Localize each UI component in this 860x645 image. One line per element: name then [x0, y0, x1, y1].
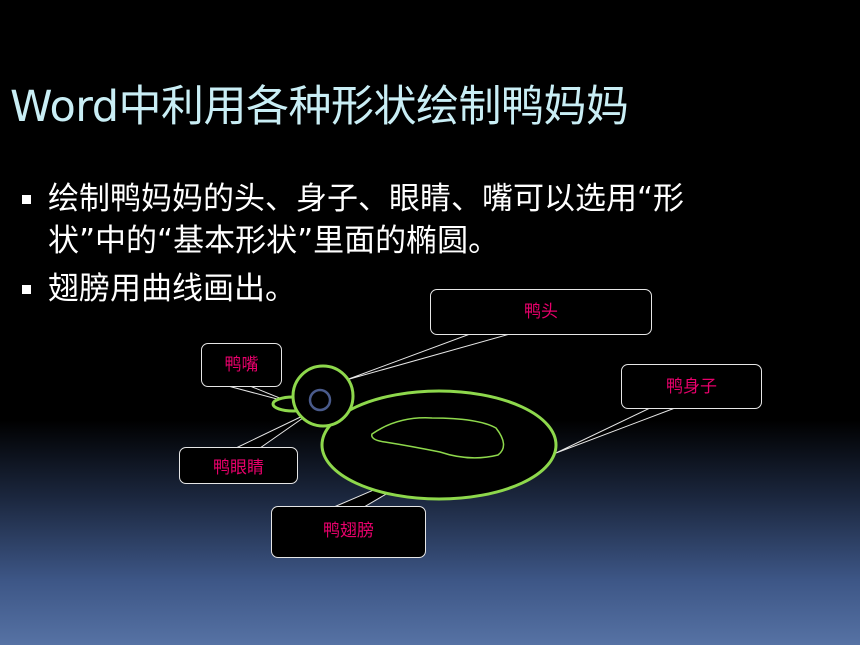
- callout-label: 鸭翅膀: [323, 521, 374, 541]
- bullet-square-icon: [22, 195, 31, 204]
- bullet-list: 绘制鸭妈妈的头、身子、眼睛、嘴可以选用“形状”中的“基本形状”里面的椭圆。 翅膀…: [14, 178, 834, 310]
- duck-eye-shape: [308, 388, 332, 412]
- bullet-text: 翅膀用曲线画出。: [48, 271, 296, 307]
- callout-duck-eye: 鸭眼睛: [179, 447, 298, 484]
- bullet-item: 绘制鸭妈妈的头、身子、眼睛、嘴可以选用“形状”中的“基本形状”里面的椭圆。: [14, 178, 748, 262]
- callout-duck-beak: 鸭嘴: [201, 343, 282, 387]
- callout-duck-body: 鸭身子: [621, 364, 762, 409]
- bullet-square-icon: [22, 285, 31, 294]
- duck-body-shape: [320, 389, 558, 501]
- body-callout-tail: [555, 407, 676, 454]
- slide-title: Word中利用各种形状绘制鸭妈妈: [10, 82, 629, 132]
- duck-wing-shape: [371, 417, 505, 459]
- bullet-item: 翅膀用曲线画出。: [14, 268, 834, 310]
- callout-duck-head: 鸭头: [430, 289, 652, 335]
- callout-label: 鸭头: [524, 302, 558, 322]
- callout-label: 鸭嘴: [224, 355, 259, 375]
- callout-duck-wing: 鸭翅膀: [271, 506, 426, 558]
- callout-label: 鸭眼睛: [213, 458, 264, 478]
- callout-label: 鸭身子: [666, 377, 717, 397]
- head-callout-tail: [345, 333, 511, 381]
- bullet-text: 绘制鸭妈妈的头、身子、眼睛、嘴可以选用“形状”中的“基本形状”里面的椭圆。: [48, 181, 685, 259]
